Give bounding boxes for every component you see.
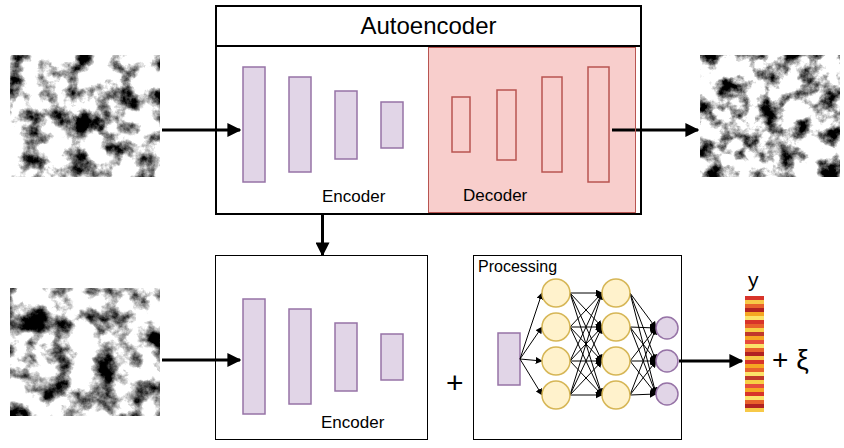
- network-links: [520, 293, 656, 395]
- noise-term: + ξ: [772, 344, 809, 376]
- box-label: Encoder: [322, 187, 385, 207]
- input-image: [10, 55, 160, 177]
- encoder-box: Encoder: [217, 47, 428, 213]
- encoder-layers: [243, 67, 403, 182]
- processing-box: Processing: [473, 255, 682, 440]
- flow-arrow: [321, 213, 324, 255]
- autoencoder-box: Encoder Decoder Autoencoder: [215, 5, 642, 215]
- encoder-box: Encoder: [215, 255, 428, 440]
- latent-vector: [498, 333, 520, 385]
- vector-label: y: [748, 268, 759, 292]
- plus-sign: +: [446, 366, 464, 400]
- box-title: Autoencoder: [217, 7, 640, 47]
- flow-arrows: [162, 130, 742, 361]
- hidden-neurons: [542, 279, 630, 409]
- decoder-layers: [452, 67, 609, 182]
- decoder-box: Decoder: [428, 47, 636, 213]
- output-vector: [745, 296, 764, 412]
- box-label: Encoder: [321, 413, 384, 433]
- input-image: [10, 288, 160, 416]
- output-neurons: [656, 317, 678, 405]
- output-image: [700, 55, 840, 177]
- encoder-layers: [243, 299, 403, 414]
- box-label: Decoder: [463, 186, 527, 206]
- box-label: Processing: [478, 258, 557, 276]
- decoder-fill: [428, 47, 636, 213]
